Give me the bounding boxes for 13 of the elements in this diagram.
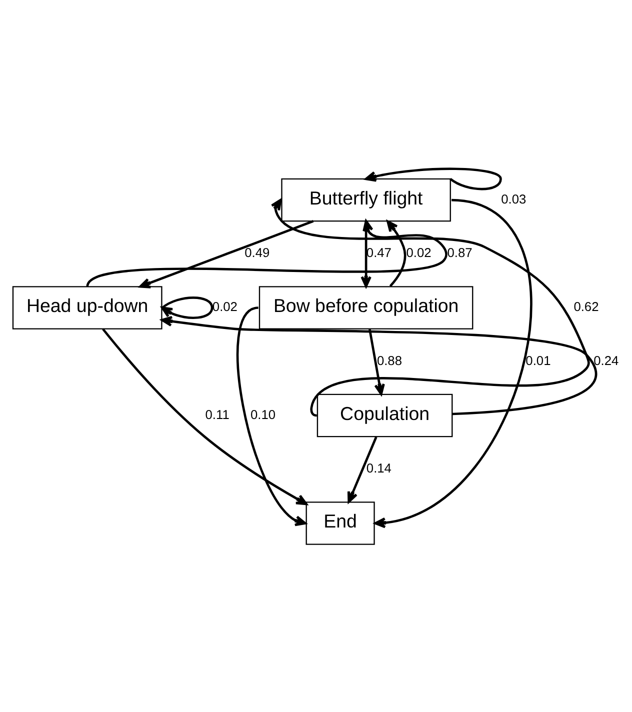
edge-label: 0.47: [366, 244, 392, 260]
edge-label: 0.49: [244, 244, 270, 260]
edge-label: 0.14: [366, 460, 392, 476]
edge-label: 0.02: [212, 298, 238, 314]
edge-label: 0.02: [406, 244, 432, 260]
edge-label: 0.10: [250, 406, 276, 422]
edge-label: 0.87: [447, 244, 472, 260]
edge-label: 0.01: [526, 352, 551, 368]
edge-label: 0.24: [594, 352, 619, 368]
edge-label: 0.11: [205, 406, 230, 422]
edge-label: 0.03: [501, 190, 526, 206]
edge-label: 0.62: [574, 298, 599, 314]
edge-label: 0.88: [376, 352, 402, 368]
